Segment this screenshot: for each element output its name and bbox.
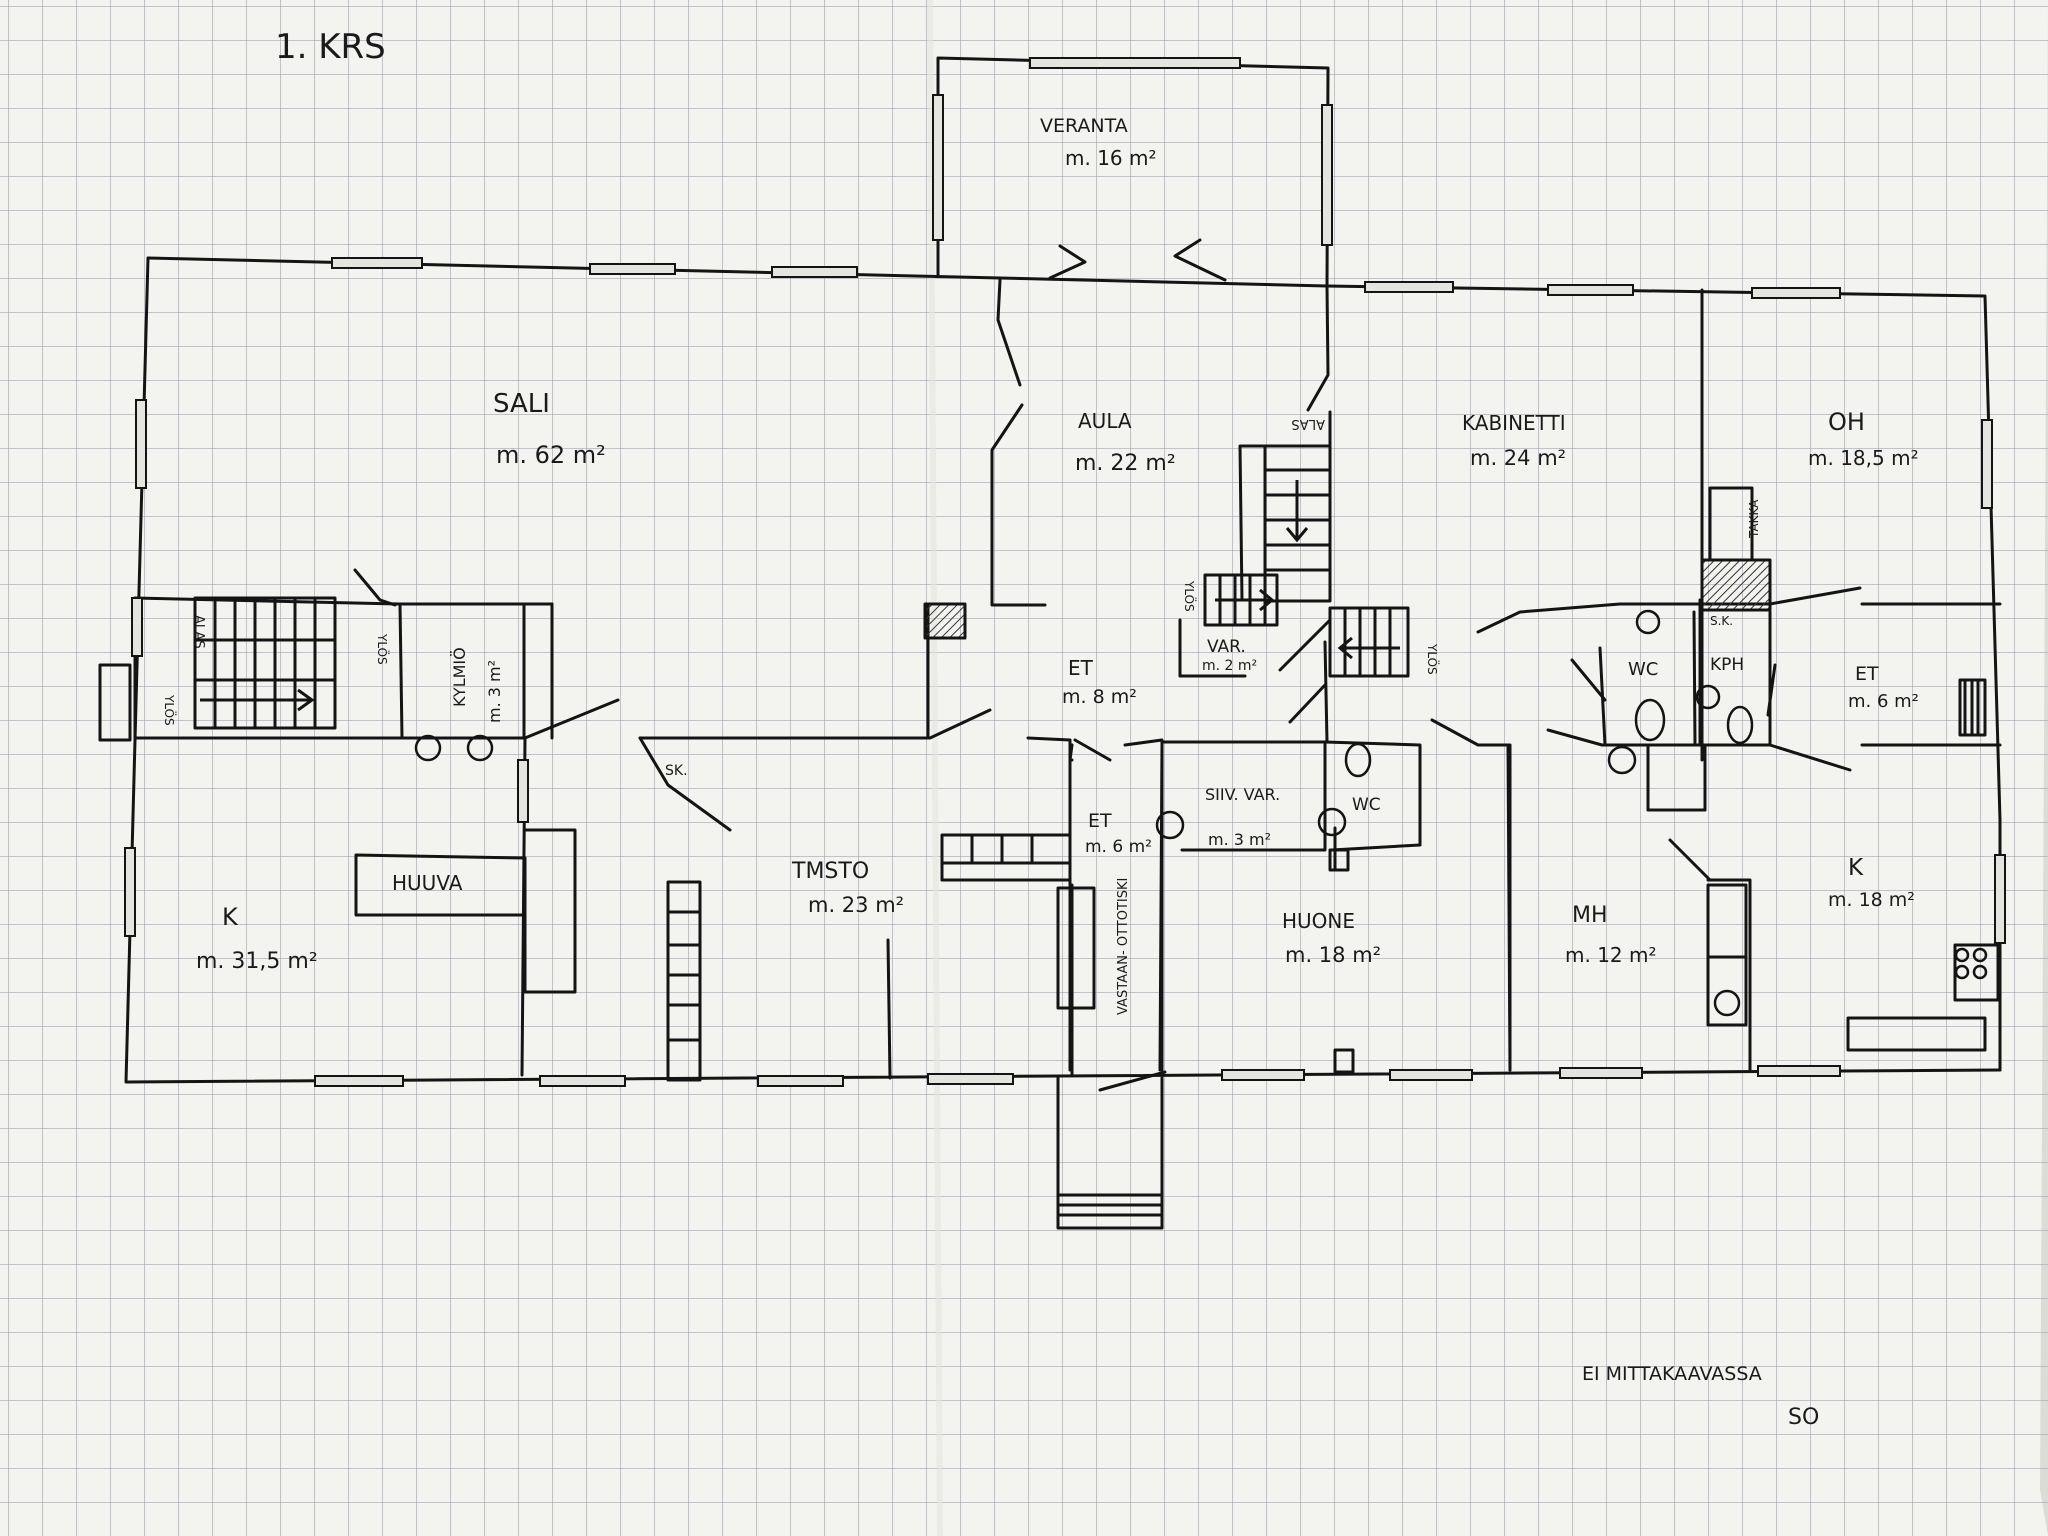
room-oh-area: m. 18,5 m²: [1808, 446, 1919, 470]
room-mh-name: MH: [1572, 903, 1608, 928]
ylos-label-3: YLÖS: [1425, 643, 1441, 675]
room-veranta-area: m. 16 m²: [1065, 146, 1157, 170]
room-et-left-name: ET: [1088, 810, 1112, 832]
room-k-right-area: m. 18 m²: [1828, 889, 1915, 911]
alas-label-1: ALAS: [191, 615, 206, 649]
room-var-small-area: m. 2 m²: [1202, 658, 1257, 674]
room-k-left-name: K: [222, 903, 239, 931]
huuva-label: HUUVA: [392, 871, 463, 895]
room-wc-left-name: WC: [1628, 659, 1658, 680]
room-kabinetti-area: m. 24 m²: [1470, 446, 1566, 470]
ylos-label-1: YLÖS: [162, 694, 178, 726]
room-oh-name: OH: [1828, 408, 1865, 436]
ylos-label-2: YLÖS: [375, 633, 391, 665]
room-k-right-name: K: [1848, 855, 1864, 881]
windows: [124, 57, 2006, 1087]
room-var-small-name: VAR.: [1207, 637, 1246, 657]
scale-note: EI MITTAKAAVASSA: [1582, 1363, 1762, 1385]
initials: SO: [1788, 1405, 1819, 1430]
room-et-center-area: m. 8 m²: [1062, 686, 1137, 708]
kylmio-label: KYLMIÖ: [450, 647, 469, 707]
room-huone-area: m. 18 m²: [1285, 943, 1381, 967]
stair-arrows: [200, 480, 1400, 712]
room-siiv-var-area: m. 3 m²: [1208, 830, 1271, 849]
ylos-label-4: YLÖS: [1182, 580, 1198, 612]
room-et-right-area: m. 6 m²: [1848, 691, 1919, 712]
fixture-symbols: [414, 609, 1988, 1017]
vastaanottotiski-label: VASTAAN- OTTOTISKI: [1116, 878, 1131, 1015]
room-huone-name: HUONE: [1282, 909, 1355, 933]
sok-label: S.K.: [1710, 614, 1733, 628]
labels: 1. KRS VERANTA m. 16 m² SALI m. 62 m² AU…: [162, 27, 1919, 1430]
room-kabinetti-name: KABINETTI: [1462, 411, 1566, 435]
room-aula-area: m. 22 m²: [1075, 451, 1176, 476]
room-sali-name: SALI: [493, 389, 550, 419]
paper-fold: [927, 0, 943, 1536]
sk-label: SK.: [665, 763, 688, 779]
room-et-left-area: m. 6 m²: [1085, 837, 1152, 857]
alas-label-2: ALAS: [1291, 416, 1325, 431]
room-sali-area: m. 62 m²: [496, 441, 606, 469]
takka-label: TAKKA: [1747, 499, 1761, 539]
room-et-center-name: ET: [1068, 656, 1094, 680]
room-et-right-name: ET: [1855, 663, 1879, 685]
room-wc-mid-name: WC: [1352, 795, 1381, 815]
room-aula-name: AULA: [1078, 409, 1132, 433]
room-kph-name: KPH: [1710, 655, 1744, 675]
room-tmsto-area: m. 23 m²: [808, 893, 904, 917]
floor-label: 1. KRS: [275, 27, 386, 67]
kylmio-area: m. 3 m²: [485, 660, 504, 723]
room-veranta-name: VERANTA: [1040, 115, 1128, 137]
room-mh-area: m. 12 m²: [1565, 943, 1657, 967]
room-k-left-area: m. 31,5 m²: [196, 949, 318, 974]
room-siiv-var-name: SIIV. VAR.: [1205, 785, 1280, 804]
room-tmsto-name: TMSTO: [791, 859, 869, 884]
